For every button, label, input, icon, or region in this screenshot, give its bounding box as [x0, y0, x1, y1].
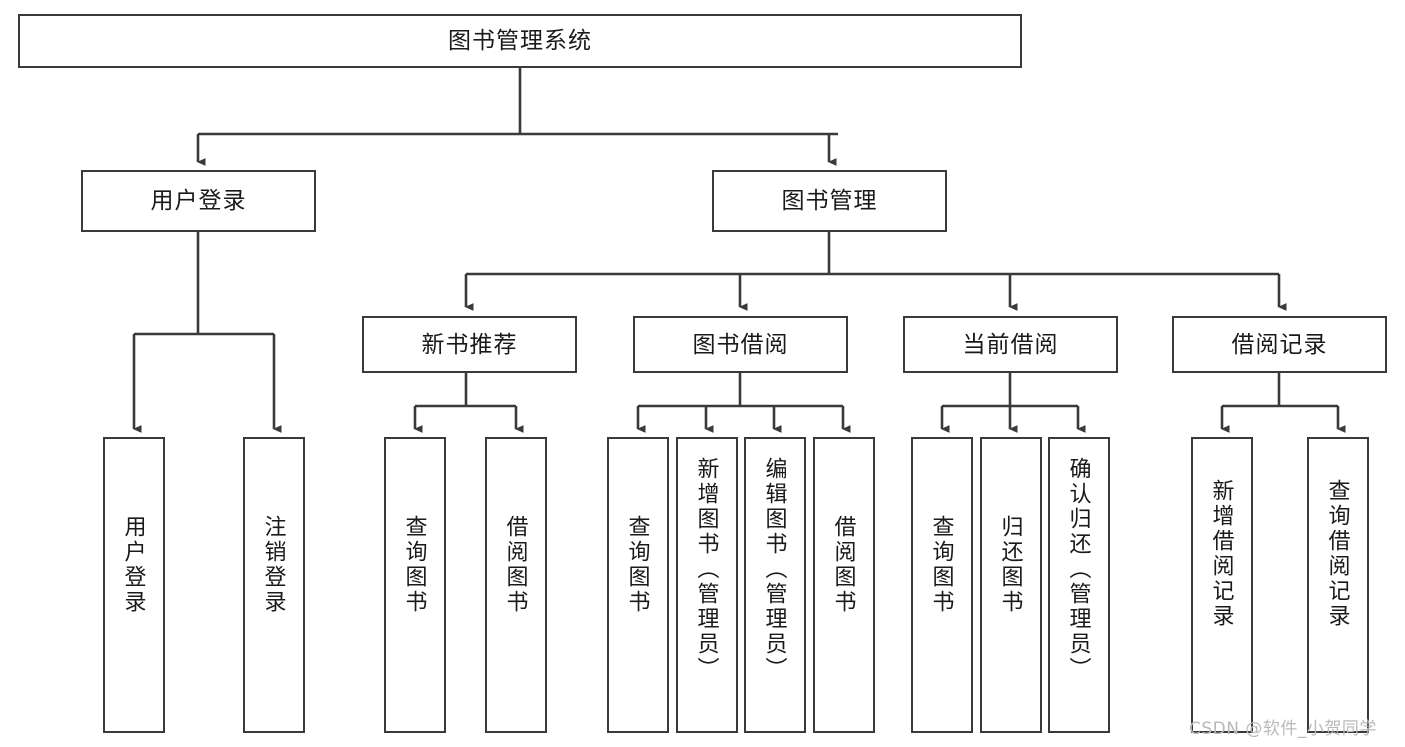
leaf-node-add-book[interactable]: 新增图书（管理员）	[676, 437, 738, 733]
node-label: 借阅图书	[503, 515, 529, 615]
leaf-node-edit-book[interactable]: 编辑图书（管理员）	[744, 437, 806, 733]
node-label: 用户登录	[121, 515, 147, 615]
leaf-node-return-book[interactable]: 归还图书	[980, 437, 1042, 733]
node-label: 借阅图书	[831, 515, 857, 615]
node-label: 查询图书	[625, 515, 651, 615]
leaf-node-borrow-book[interactable]: 借阅图书	[813, 437, 875, 733]
leaf-node-query-book-current[interactable]: 查询图书	[911, 437, 973, 733]
node-label: 新增图书（管理员）	[694, 457, 720, 682]
leaf-node-user-login[interactable]: 用户登录	[103, 437, 165, 733]
leaf-node-confirm-return[interactable]: 确认归还（管理员）	[1048, 437, 1110, 733]
node-label: 查询图书	[402, 515, 428, 615]
node-label: 图书借阅	[692, 330, 789, 357]
csdn-watermark: CSDN @软件_小贺同学	[1189, 719, 1377, 739]
node-new-book-recommend[interactable]: 新书推荐	[362, 316, 577, 373]
node-label: 图书管理	[781, 187, 878, 214]
node-borrow-record[interactable]: 借阅记录	[1172, 316, 1387, 373]
node-user-login[interactable]: 用户登录	[81, 170, 316, 232]
node-label: 图书管理系统	[448, 27, 592, 54]
node-label: 编辑图书（管理员）	[762, 457, 788, 682]
leaf-node-add-borrow-record[interactable]: 新增借阅记录	[1191, 437, 1253, 733]
leaf-node-query-borrow-record[interactable]: 查询借阅记录	[1307, 437, 1369, 733]
node-label: 新书推荐	[421, 330, 518, 357]
node-label: 归还图书	[998, 515, 1024, 615]
node-label: 确认归还（管理员）	[1066, 457, 1092, 682]
node-label: 注销登录	[261, 515, 287, 615]
node-label: 查询借阅记录	[1325, 479, 1351, 629]
leaf-node-query-book-recommend[interactable]: 查询图书	[384, 437, 446, 733]
node-current-borrow[interactable]: 当前借阅	[903, 316, 1118, 373]
node-label: 借阅记录	[1231, 330, 1328, 357]
leaf-node-logout-login[interactable]: 注销登录	[243, 437, 305, 733]
node-label: 查询图书	[929, 515, 955, 615]
node-label: 新增借阅记录	[1209, 479, 1235, 629]
leaf-node-borrow-book-recommend[interactable]: 借阅图书	[485, 437, 547, 733]
node-root-system[interactable]: 图书管理系统	[18, 14, 1022, 68]
node-book-manage[interactable]: 图书管理	[712, 170, 947, 232]
node-label: 用户登录	[150, 187, 247, 214]
node-label: 当前借阅	[962, 330, 1059, 357]
leaf-node-query-book-borrow[interactable]: 查询图书	[607, 437, 669, 733]
node-book-borrow[interactable]: 图书借阅	[633, 316, 848, 373]
